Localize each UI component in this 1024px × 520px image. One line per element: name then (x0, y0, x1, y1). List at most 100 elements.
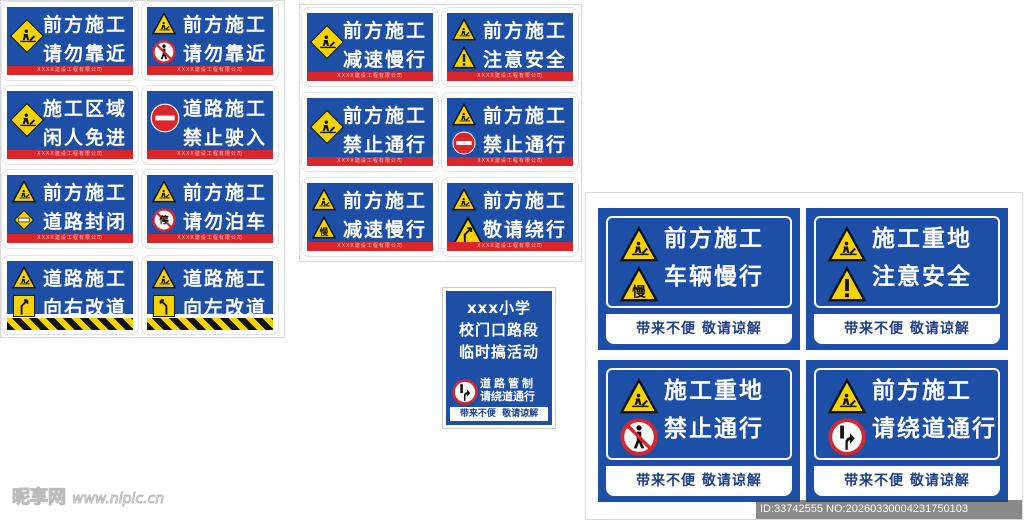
sign-panel (606, 368, 792, 460)
diamond-worker-icon (9, 102, 45, 141)
school-line: 临时搞活动 (458, 343, 539, 361)
sign-line: 前方施工 (342, 20, 427, 42)
school-sub: 道路管制 (480, 377, 536, 390)
sign-line: 前方施工 (872, 378, 972, 404)
sign-line: 前方施工 (482, 105, 567, 127)
sign-text: 前方施工请勿靠近 (183, 11, 267, 69)
big-road-sign: 前方施工请绕道通行带来不便 敬请谅解 (806, 360, 1008, 502)
sign-line: 前方施工 (182, 14, 267, 36)
company-stripe: XXXX建设工程有限公司 (147, 66, 273, 75)
sign-footer: 带来不便 敬请谅解 (606, 314, 792, 344)
triangle-worker-icon (619, 377, 659, 420)
svg-text:停: 停 (159, 214, 169, 226)
sign-text: 道路施工向右改道 (43, 265, 127, 323)
sign-line: 道路施工 (182, 98, 267, 120)
sign-line: 向左改道 (182, 297, 267, 319)
sign-line: 前方施工 (482, 190, 567, 212)
school-sign: xxx小学 校门口路段 临时搞活动 道路管制 请绕道通行 带来不便 敬请谅解 (443, 288, 555, 428)
sign-line: 请勿靠近 (182, 43, 267, 65)
company-stripe: XXXX建设工程有限公司 (7, 234, 133, 243)
company-stripe: XXXX建设工程有限公司 (307, 72, 433, 81)
detour-left-icon (152, 294, 176, 322)
company-stripe: XXXX建设工程有限公司 (7, 66, 133, 75)
triangle-worker-icon (11, 265, 37, 294)
no-entry-icon (452, 131, 476, 159)
sign-text: 施工重地注意安全 (872, 220, 972, 296)
sign-text: 前方施工车辆慢行 (664, 220, 764, 296)
no-pedestrian-icon (152, 40, 176, 68)
sign-line: 请绕道通行 (872, 416, 997, 442)
sign-text: 道路施工向左改道 (183, 265, 267, 323)
sign-text: 道路施工禁止驶入 (183, 95, 267, 153)
triangle-worker-icon (451, 102, 477, 131)
triangle-worker-icon (827, 225, 867, 268)
sign-line: 车辆慢行 (664, 264, 764, 290)
sign-line: 减速慢行 (342, 219, 427, 241)
detour-right-icon (12, 294, 36, 322)
sign-line: 请勿靠近 (42, 43, 127, 65)
chevron-stripe (7, 318, 133, 330)
sign-line: 注意安全 (872, 264, 972, 290)
sign-text: 前方施工注意安全 (483, 17, 567, 75)
triangle-worker-icon (11, 179, 37, 208)
sign-footer: 带来不便 敬请谅解 (814, 314, 1000, 344)
sign-line: 前方施工 (342, 190, 427, 212)
company-stripe: XXXX建设工程有限公司 (307, 157, 433, 166)
no-entry-icon (150, 103, 180, 137)
big-road-sign: 施工重地注意安全带来不便 敬请谅解 (806, 208, 1008, 350)
sign-line: 闲人免进 (42, 127, 127, 149)
school-line: xxx小学 (466, 299, 532, 317)
detour-icon (452, 379, 478, 409)
road-closed-icon (12, 208, 36, 236)
triangle-worker-icon (151, 179, 177, 208)
no-parking-icon: 停 (152, 208, 176, 236)
company-stripe: XXXX建设工程有限公司 (147, 234, 273, 243)
chevron-stripe (147, 318, 273, 330)
company-stripe: XXXX建设工程有限公司 (147, 150, 273, 159)
sign-line: 注意安全 (482, 49, 567, 71)
triangle-worker-icon (151, 265, 177, 294)
sign-line: 施工重地 (872, 226, 972, 252)
sign-text: 前方施工禁止通行 (343, 102, 427, 160)
triangle-worker-icon (451, 17, 477, 46)
sign-panel (814, 368, 1000, 460)
sign-text: 前方施工敬请绕行 (483, 187, 567, 245)
diamond-worker-icon (309, 109, 345, 148)
slow-triangle-icon: 慢 (619, 265, 659, 308)
sign-text: 前方施工请绕道通行 (872, 372, 997, 448)
diamond-worker-icon (9, 18, 45, 57)
sign-face: 道路施工向右改道 (7, 261, 133, 319)
sign-line: 敬请绕行 (482, 219, 567, 241)
company-stripe: XXXX建设工程有限公司 (447, 242, 573, 251)
sign-line: 向右改道 (42, 297, 127, 319)
sign-panel (814, 216, 1000, 308)
triangle-worker-icon (827, 377, 867, 420)
big-road-sign: 慢前方施工车辆慢行带来不便 敬请谅解 (598, 208, 800, 350)
road-sign: 道路施工向右改道 (2, 256, 138, 334)
school-sub: 请绕道通行 (480, 390, 535, 403)
sign-line: 禁止通行 (482, 134, 567, 156)
exclamation-triangle-icon (827, 265, 867, 308)
company-stripe: XXXX建设工程有限公司 (447, 157, 573, 166)
sign-text: 施工区域闲人免进 (43, 95, 127, 153)
sign-line: 请勿泊车 (182, 211, 267, 233)
sign-line: 施工重地 (664, 378, 764, 404)
school-line: 校门口路段 (458, 321, 539, 339)
sign-line: 禁止通行 (342, 134, 427, 156)
